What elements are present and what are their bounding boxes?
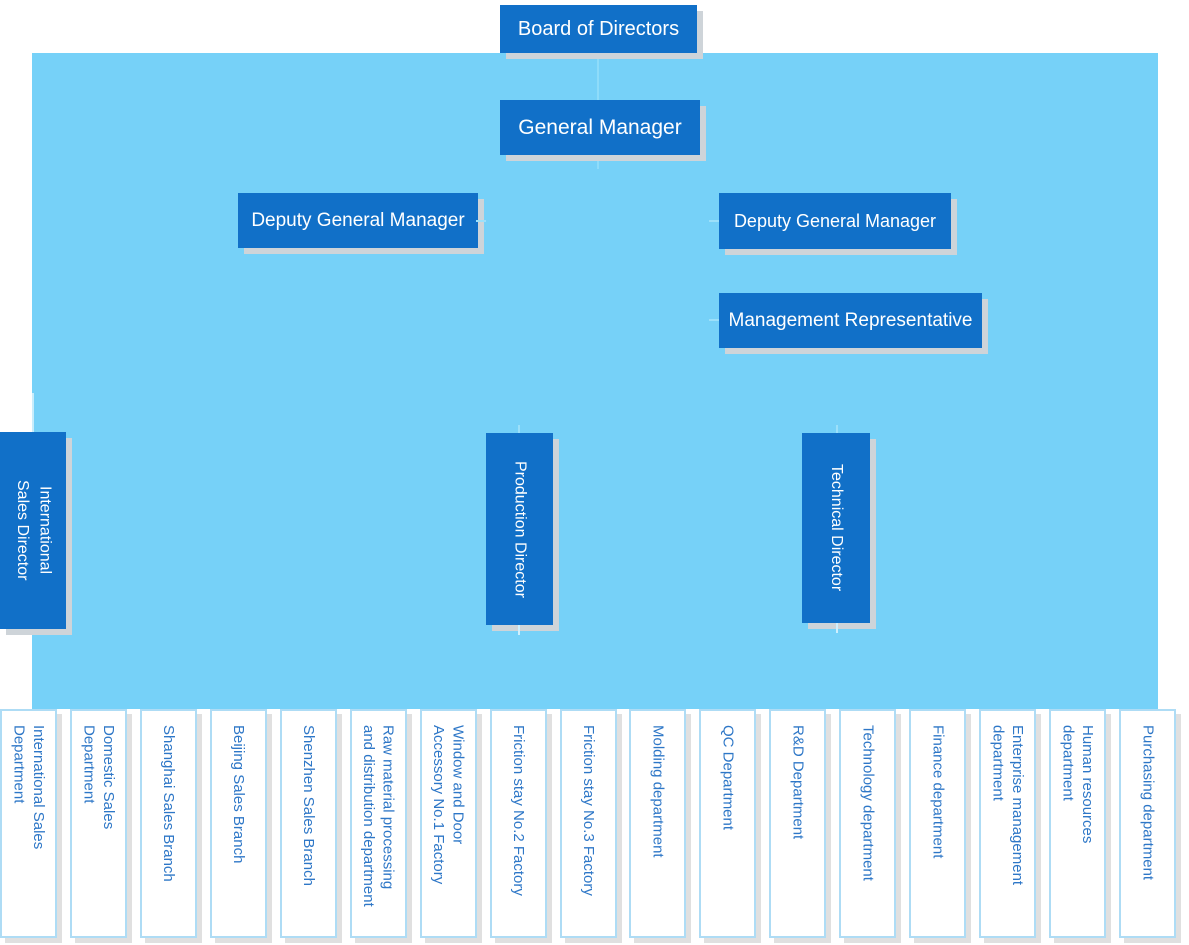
connector-line (836, 425, 838, 433)
department-label: International Sales Department (10, 725, 48, 850)
connector-line (597, 155, 599, 169)
department-node: Molding department (629, 709, 687, 938)
department-label: Raw material processing and distribution… (360, 725, 397, 907)
department-label: Technology department (859, 725, 877, 881)
department-node: Window and Door Accessory No.1 Factory (419, 709, 477, 938)
department-node: Raw material processing and distribution… (349, 709, 407, 938)
org-node-technical-director: Technical Director (802, 433, 870, 623)
department-node: Human resources department (1049, 709, 1107, 938)
org-node-production-director: Production Director (486, 433, 553, 625)
org-node-deputy-general-manager-left: Deputy General Manager (238, 193, 478, 248)
org-node-deputy-general-manager-right: Deputy General Manager (719, 193, 951, 249)
org-node-label: Technical Director (828, 464, 846, 592)
department-node: International Sales Department (0, 709, 57, 938)
department-label: Purchasing department (1139, 725, 1157, 881)
org-node-international-sales-director: International Sales Director (0, 432, 66, 629)
department-label: Human resources department (1059, 725, 1097, 844)
org-node-label: Production Director (511, 460, 529, 598)
department-node: Finance department (909, 709, 967, 938)
connector-line (476, 220, 486, 222)
department-label: Friction stay No.2 Factory (509, 725, 527, 896)
department-node: Friction stay No.3 Factory (559, 709, 617, 938)
department-label: Molding department (649, 725, 667, 858)
org-node-label: International Sales Director (14, 480, 54, 581)
connector-line (709, 220, 719, 222)
department-node: Shanghai Sales Branch (139, 709, 197, 938)
department-node: Shenzhen Sales Branch (279, 709, 337, 938)
department-label: Enterprise management department (989, 725, 1027, 886)
department-row: International Sales Department Domestic … (0, 709, 1176, 938)
connector-line (518, 425, 520, 433)
department-label: Friction stay No.3 Factory (579, 725, 597, 896)
org-node-general-manager: General Manager (500, 100, 700, 155)
department-label: QC Department (719, 725, 737, 831)
department-node: QC Department (699, 709, 757, 938)
department-label: Shanghai Sales Branch (160, 725, 178, 882)
department-node: Purchasing department (1119, 709, 1176, 938)
org-node-board-of-directors: Board of Directors (500, 5, 697, 53)
department-label: Finance department (929, 725, 947, 859)
department-node: Enterprise management department (979, 709, 1037, 938)
connector-line (518, 625, 520, 635)
chart-background (32, 53, 1158, 709)
department-node: Domestic Sales Department (69, 709, 127, 938)
department-label: Window and Door Accessory No.1 Factory (430, 725, 467, 885)
connector-line (836, 623, 838, 633)
connector-line (597, 53, 599, 100)
department-node: Technology department (839, 709, 897, 938)
department-label: Shenzhen Sales Branch (300, 725, 317, 886)
department-node: Beijing Sales Branch (209, 709, 267, 938)
department-label: Domestic Sales Department (80, 725, 117, 830)
org-node-management-representative: Management Representative (719, 293, 982, 348)
department-node: R&D Department (769, 709, 827, 938)
department-label: Beijing Sales Branch (230, 725, 248, 864)
department-node: Friction stay No.2 Factory (489, 709, 547, 938)
connector-line (32, 393, 34, 432)
connector-line (709, 319, 719, 321)
department-label: R&D Department (789, 725, 807, 840)
